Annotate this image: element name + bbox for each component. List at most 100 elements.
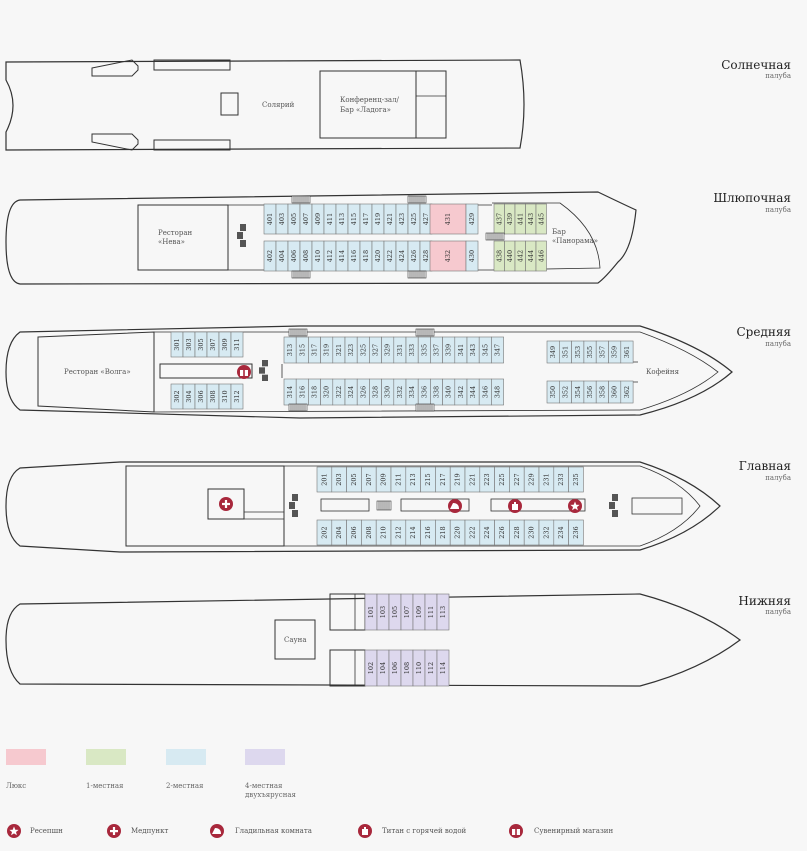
cabin-229[interactable]: 229 — [523, 466, 540, 493]
ironing-iron-icon[interactable] — [448, 499, 462, 513]
cabin-356[interactable]: 356 — [583, 380, 597, 404]
cabin-304[interactable]: 304 — [182, 383, 196, 410]
cabin-430[interactable]: 430 — [465, 240, 479, 272]
medical-plus-icon[interactable] — [219, 497, 233, 511]
cabin-420[interactable]: 420 — [371, 240, 385, 272]
cabin-106[interactable]: 106 — [388, 649, 402, 687]
cabin-445[interactable]: 445 — [535, 203, 547, 235]
cabin-328[interactable]: 328 — [369, 378, 382, 406]
cabin-227[interactable]: 227 — [509, 466, 525, 493]
cabin-220[interactable]: 220 — [449, 519, 466, 546]
cabin-341[interactable]: 341 — [454, 336, 468, 364]
cabin-326[interactable]: 326 — [356, 378, 370, 406]
cabin-113[interactable]: 113 — [436, 593, 450, 631]
cabin-327[interactable]: 327 — [369, 336, 382, 364]
kettle-icon[interactable] — [508, 499, 522, 513]
cabin-302[interactable]: 302 — [170, 383, 184, 410]
cabin-306[interactable]: 306 — [194, 383, 208, 410]
cabin-409[interactable]: 409 — [311, 203, 325, 235]
cabin-303[interactable]: 303 — [182, 331, 196, 358]
cabin-407[interactable]: 407 — [299, 203, 313, 235]
cabin-339[interactable]: 339 — [442, 336, 456, 364]
cabin-349[interactable]: 349 — [546, 340, 560, 364]
cabin-403[interactable]: 403 — [275, 203, 289, 235]
cabin-101[interactable]: 101 — [364, 593, 378, 631]
cabin-348[interactable]: 348 — [491, 378, 504, 406]
cabin-347[interactable]: 347 — [491, 336, 504, 364]
cabin-233[interactable]: 233 — [553, 466, 569, 493]
cabin-446[interactable]: 446 — [535, 240, 547, 272]
cabin-359[interactable]: 359 — [608, 340, 622, 364]
cabin-325[interactable]: 325 — [356, 336, 370, 364]
cabin-305[interactable]: 305 — [194, 331, 208, 358]
cabin-215[interactable]: 215 — [420, 466, 436, 493]
cabin-345[interactable]: 345 — [478, 336, 492, 364]
cabin-346[interactable]: 346 — [478, 378, 492, 406]
cabin-223[interactable]: 223 — [479, 466, 495, 493]
cabin-442[interactable]: 442 — [514, 240, 526, 272]
cabin-352[interactable]: 352 — [558, 380, 572, 404]
cabin-224[interactable]: 224 — [479, 519, 495, 546]
cabin-332[interactable]: 332 — [393, 378, 407, 406]
cabin-320[interactable]: 320 — [320, 378, 334, 406]
cabin-426[interactable]: 426 — [407, 240, 421, 272]
cabin-225[interactable]: 225 — [494, 466, 510, 493]
cabin-438[interactable]: 438 — [493, 240, 505, 272]
cabin-351[interactable]: 351 — [558, 340, 572, 364]
cabin-114[interactable]: 114 — [436, 649, 450, 687]
cabin-360[interactable]: 360 — [608, 380, 622, 404]
cabin-314[interactable]: 314 — [283, 378, 297, 406]
cabin-218[interactable]: 218 — [435, 519, 451, 546]
cabin-222[interactable]: 222 — [464, 519, 481, 546]
reception-star-icon[interactable] — [568, 499, 582, 513]
cabin-444[interactable]: 444 — [525, 240, 537, 272]
cabin-417[interactable]: 417 — [359, 203, 373, 235]
cabin-201[interactable]: 201 — [316, 466, 333, 493]
cabin-357[interactable]: 357 — [595, 340, 609, 364]
cabin-209[interactable]: 209 — [375, 466, 392, 493]
cabin-234[interactable]: 234 — [553, 519, 569, 546]
cabin-415[interactable]: 415 — [347, 203, 361, 235]
cabin-338[interactable]: 338 — [430, 378, 443, 406]
cabin-354[interactable]: 354 — [571, 380, 585, 404]
cabin-207[interactable]: 207 — [361, 466, 377, 493]
cabin-231[interactable]: 231 — [538, 466, 555, 493]
cabin-322[interactable]: 322 — [332, 378, 346, 406]
cabin-441[interactable]: 441 — [514, 203, 526, 235]
cabin-309[interactable]: 309 — [218, 331, 232, 358]
cabin-355[interactable]: 355 — [583, 340, 597, 364]
cabin-404[interactable]: 404 — [275, 240, 289, 272]
cabin-425[interactable]: 425 — [407, 203, 421, 235]
cabin-312[interactable]: 312 — [230, 383, 244, 410]
cabin-342[interactable]: 342 — [454, 378, 468, 406]
cabin-358[interactable]: 358 — [595, 380, 609, 404]
cabin-203[interactable]: 203 — [331, 466, 347, 493]
cabin-340[interactable]: 340 — [442, 378, 456, 406]
cabin-362[interactable]: 362 — [620, 380, 634, 404]
cabin-316[interactable]: 316 — [295, 378, 309, 406]
cabin-308[interactable]: 308 — [206, 383, 220, 410]
cabin-431[interactable]: 431 — [429, 203, 467, 235]
cabin-412[interactable]: 412 — [323, 240, 337, 272]
cabin-406[interactable]: 406 — [287, 240, 301, 272]
cabin-401[interactable]: 401 — [263, 203, 277, 235]
cabin-102[interactable]: 102 — [364, 649, 378, 687]
cabin-318[interactable]: 318 — [308, 378, 321, 406]
cabin-230[interactable]: 230 — [523, 519, 540, 546]
cabin-202[interactable]: 202 — [316, 519, 333, 546]
cabin-344[interactable]: 344 — [466, 378, 480, 406]
cabin-408[interactable]: 408 — [299, 240, 313, 272]
cabin-108[interactable]: 108 — [400, 649, 414, 687]
cabin-405[interactable]: 405 — [287, 203, 301, 235]
cabin-353[interactable]: 353 — [571, 340, 585, 364]
cabin-437[interactable]: 437 — [493, 203, 505, 235]
cabin-321[interactable]: 321 — [332, 336, 346, 364]
cabin-323[interactable]: 323 — [344, 336, 358, 364]
cabin-110[interactable]: 110 — [412, 649, 426, 687]
cabin-421[interactable]: 421 — [383, 203, 397, 235]
cabin-410[interactable]: 410 — [311, 240, 325, 272]
cabin-319[interactable]: 319 — [320, 336, 334, 364]
cabin-411[interactable]: 411 — [323, 203, 337, 235]
cabin-317[interactable]: 317 — [308, 336, 321, 364]
cabin-235[interactable]: 235 — [568, 466, 584, 493]
